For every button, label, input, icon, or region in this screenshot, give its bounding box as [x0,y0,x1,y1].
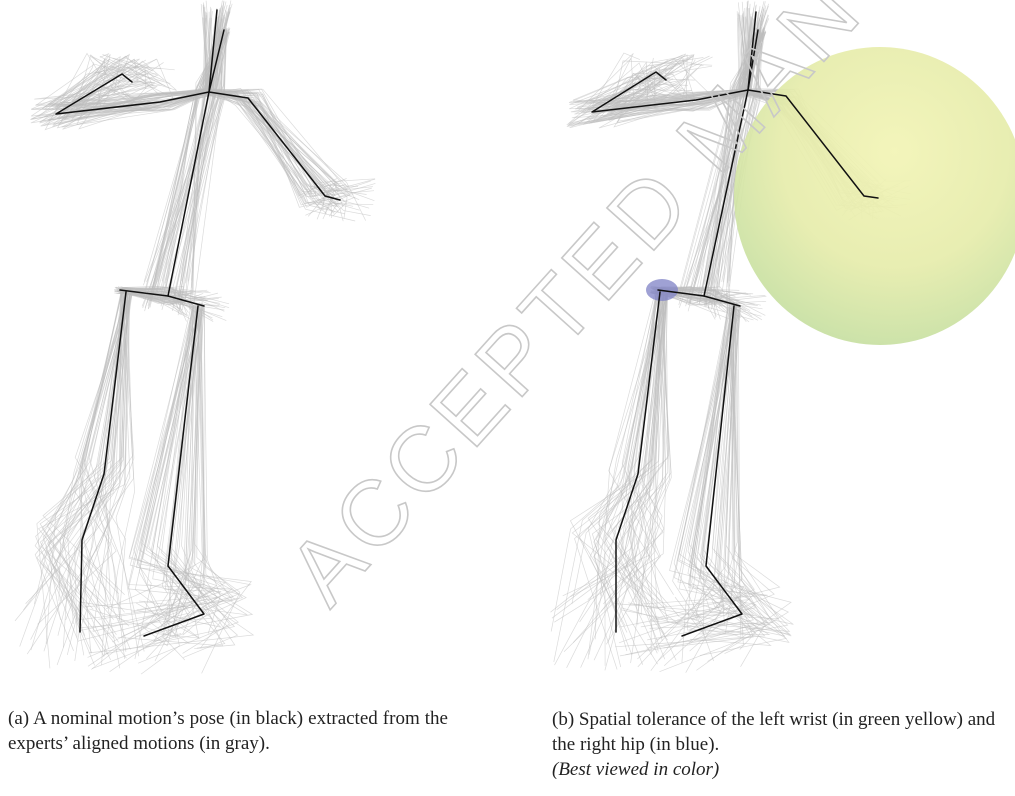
left-wrist-tolerance-sphere [734,47,1015,345]
caption-b: (b) Spatial tolerance of the left wrist … [552,707,1011,782]
figure [0,0,1015,680]
aligned-motion-line [212,92,340,192]
aligned-motion-line [204,89,338,217]
caption-a-text: (a) A nominal motion’s pose (in black) e… [8,708,448,754]
aligned-motion-line [208,92,375,201]
panel-b-skeleton [536,0,1015,680]
aligned-motion-line [213,91,335,213]
aligned-motion-line [205,91,327,214]
skeleton-plot-b [536,0,1015,680]
skeleton-plot-a [0,0,480,680]
caption-b-note: (Best viewed in color) [552,757,1011,782]
aligned-motion-line [35,289,125,651]
panel-a-skeleton [0,0,480,680]
caption-b-text: (b) Spatial tolerance of the left wrist … [552,709,995,755]
aligned-motions [15,0,375,674]
aligned-motion-line [208,89,347,190]
caption-a: (a) A nominal motion’s pose (in black) e… [8,706,448,756]
